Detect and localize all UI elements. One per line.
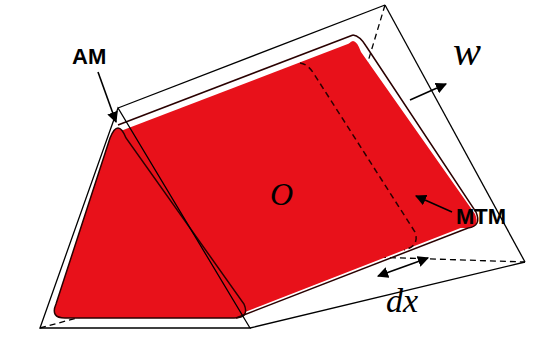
dimension-symbol: dx bbox=[386, 284, 418, 318]
dimension-symbol: w bbox=[453, 30, 481, 72]
prism-edges bbox=[40, 5, 525, 328]
region-symbol: O bbox=[270, 178, 293, 210]
hidden-edges bbox=[40, 5, 525, 328]
leader-lines bbox=[98, 72, 452, 276]
part-label: AM bbox=[72, 46, 106, 68]
red-tube bbox=[54, 35, 478, 318]
part-label: MTM bbox=[456, 206, 506, 228]
